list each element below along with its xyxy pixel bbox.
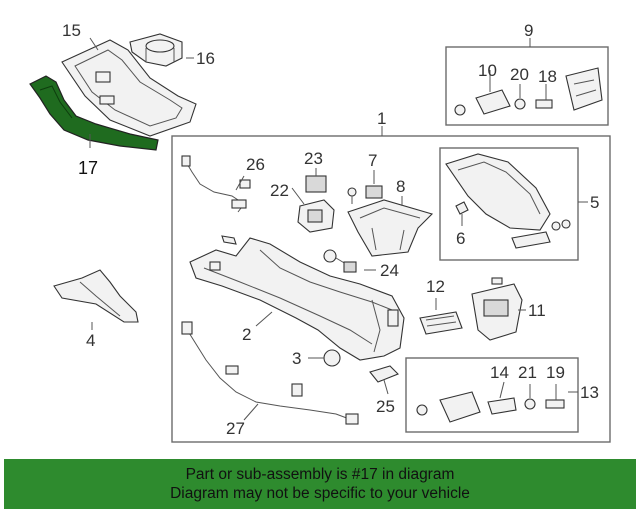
callout-1: 1: [377, 109, 386, 128]
part-6-screw[interactable]: [455, 201, 469, 215]
callout-12: 12: [426, 277, 445, 296]
part-screw-2[interactable]: [221, 235, 237, 245]
part-11-vent-trim[interactable]: [471, 277, 523, 341]
callout-19: 19: [546, 363, 565, 382]
callout-24: 24: [380, 261, 399, 280]
part-3-bolt[interactable]: [323, 349, 341, 367]
callout-11: 11: [528, 301, 546, 320]
callout-22: 22: [270, 181, 289, 200]
assembly-box-9: [445, 46, 609, 126]
callout-21: 21: [518, 363, 537, 382]
callout-9: 9: [524, 21, 533, 40]
part-box13-screw[interactable]: [416, 404, 428, 416]
callout-6: 6: [456, 229, 465, 248]
part-24-connector[interactable]: [323, 249, 357, 273]
part-14-pad[interactable]: [487, 397, 517, 415]
part-12-vent[interactable]: [419, 311, 463, 335]
callout-13: 13: [580, 383, 599, 402]
callout-5: 5: [590, 193, 599, 212]
leader-lines: [89, 37, 588, 421]
part-box9-bracket[interactable]: [565, 67, 603, 111]
part-17-trim-panel[interactable]: [29, 75, 159, 151]
callout-7: 7: [368, 151, 377, 170]
callout-8: 8: [396, 177, 405, 196]
part-21-clip[interactable]: [524, 398, 536, 410]
part-2-console-body[interactable]: [189, 237, 405, 361]
part-5-armrest-lid[interactable]: [445, 153, 571, 249]
part-16-cup-holder[interactable]: [129, 33, 183, 67]
part-box9-screw[interactable]: [454, 104, 466, 116]
part-18-pin[interactable]: [535, 99, 553, 109]
callout-16: 16: [196, 49, 215, 68]
callout-10: 10: [478, 61, 497, 80]
part-22-switch[interactable]: [297, 199, 335, 233]
callout-26: 26: [246, 155, 265, 174]
part-27-harness[interactable]: [181, 321, 359, 425]
part-screw-8[interactable]: [347, 187, 357, 204]
banner-line-1: Part or sub-assembly is #17 in diagram: [185, 466, 455, 483]
part-19-pin[interactable]: [545, 399, 565, 409]
callout-2: 2: [242, 325, 251, 344]
assembly-box-5: [439, 147, 579, 261]
part-box13-latch[interactable]: [439, 391, 481, 423]
callout-18: 18: [538, 67, 557, 86]
banner-line-2: Diagram may not be specific to your vehi…: [170, 485, 470, 502]
parts-diagram: 15 16 17 4 1 9 10 20 18 5 6 7 8 23 22 26…: [29, 21, 611, 443]
part-26-harness[interactable]: [181, 155, 251, 213]
part-7-clip[interactable]: [365, 185, 383, 199]
callout-20: 20: [510, 65, 529, 84]
callout-17: 17: [78, 158, 98, 178]
assembly-box-13: [405, 357, 579, 433]
callout-14: 14: [490, 363, 509, 382]
callout-15: 15: [62, 21, 81, 40]
part-15-trim-plate[interactable]: [61, 39, 197, 137]
callout-23: 23: [304, 149, 323, 168]
part-25-insert[interactable]: [369, 365, 399, 383]
part-20-clip[interactable]: [514, 98, 526, 110]
assembly-box-1: [171, 135, 611, 443]
callout-4: 4: [86, 331, 95, 350]
callout-25: 25: [376, 397, 395, 416]
callout-27: 27: [226, 419, 245, 438]
part-23-switch[interactable]: [305, 175, 327, 193]
callout-3: 3: [292, 349, 301, 368]
part-8-storage-bin[interactable]: [347, 199, 434, 257]
part-10-latch[interactable]: [475, 89, 511, 115]
info-banner: Part or sub-assembly is #17 in diagram D…: [4, 459, 636, 509]
part-4-side-panel[interactable]: [53, 269, 139, 323]
